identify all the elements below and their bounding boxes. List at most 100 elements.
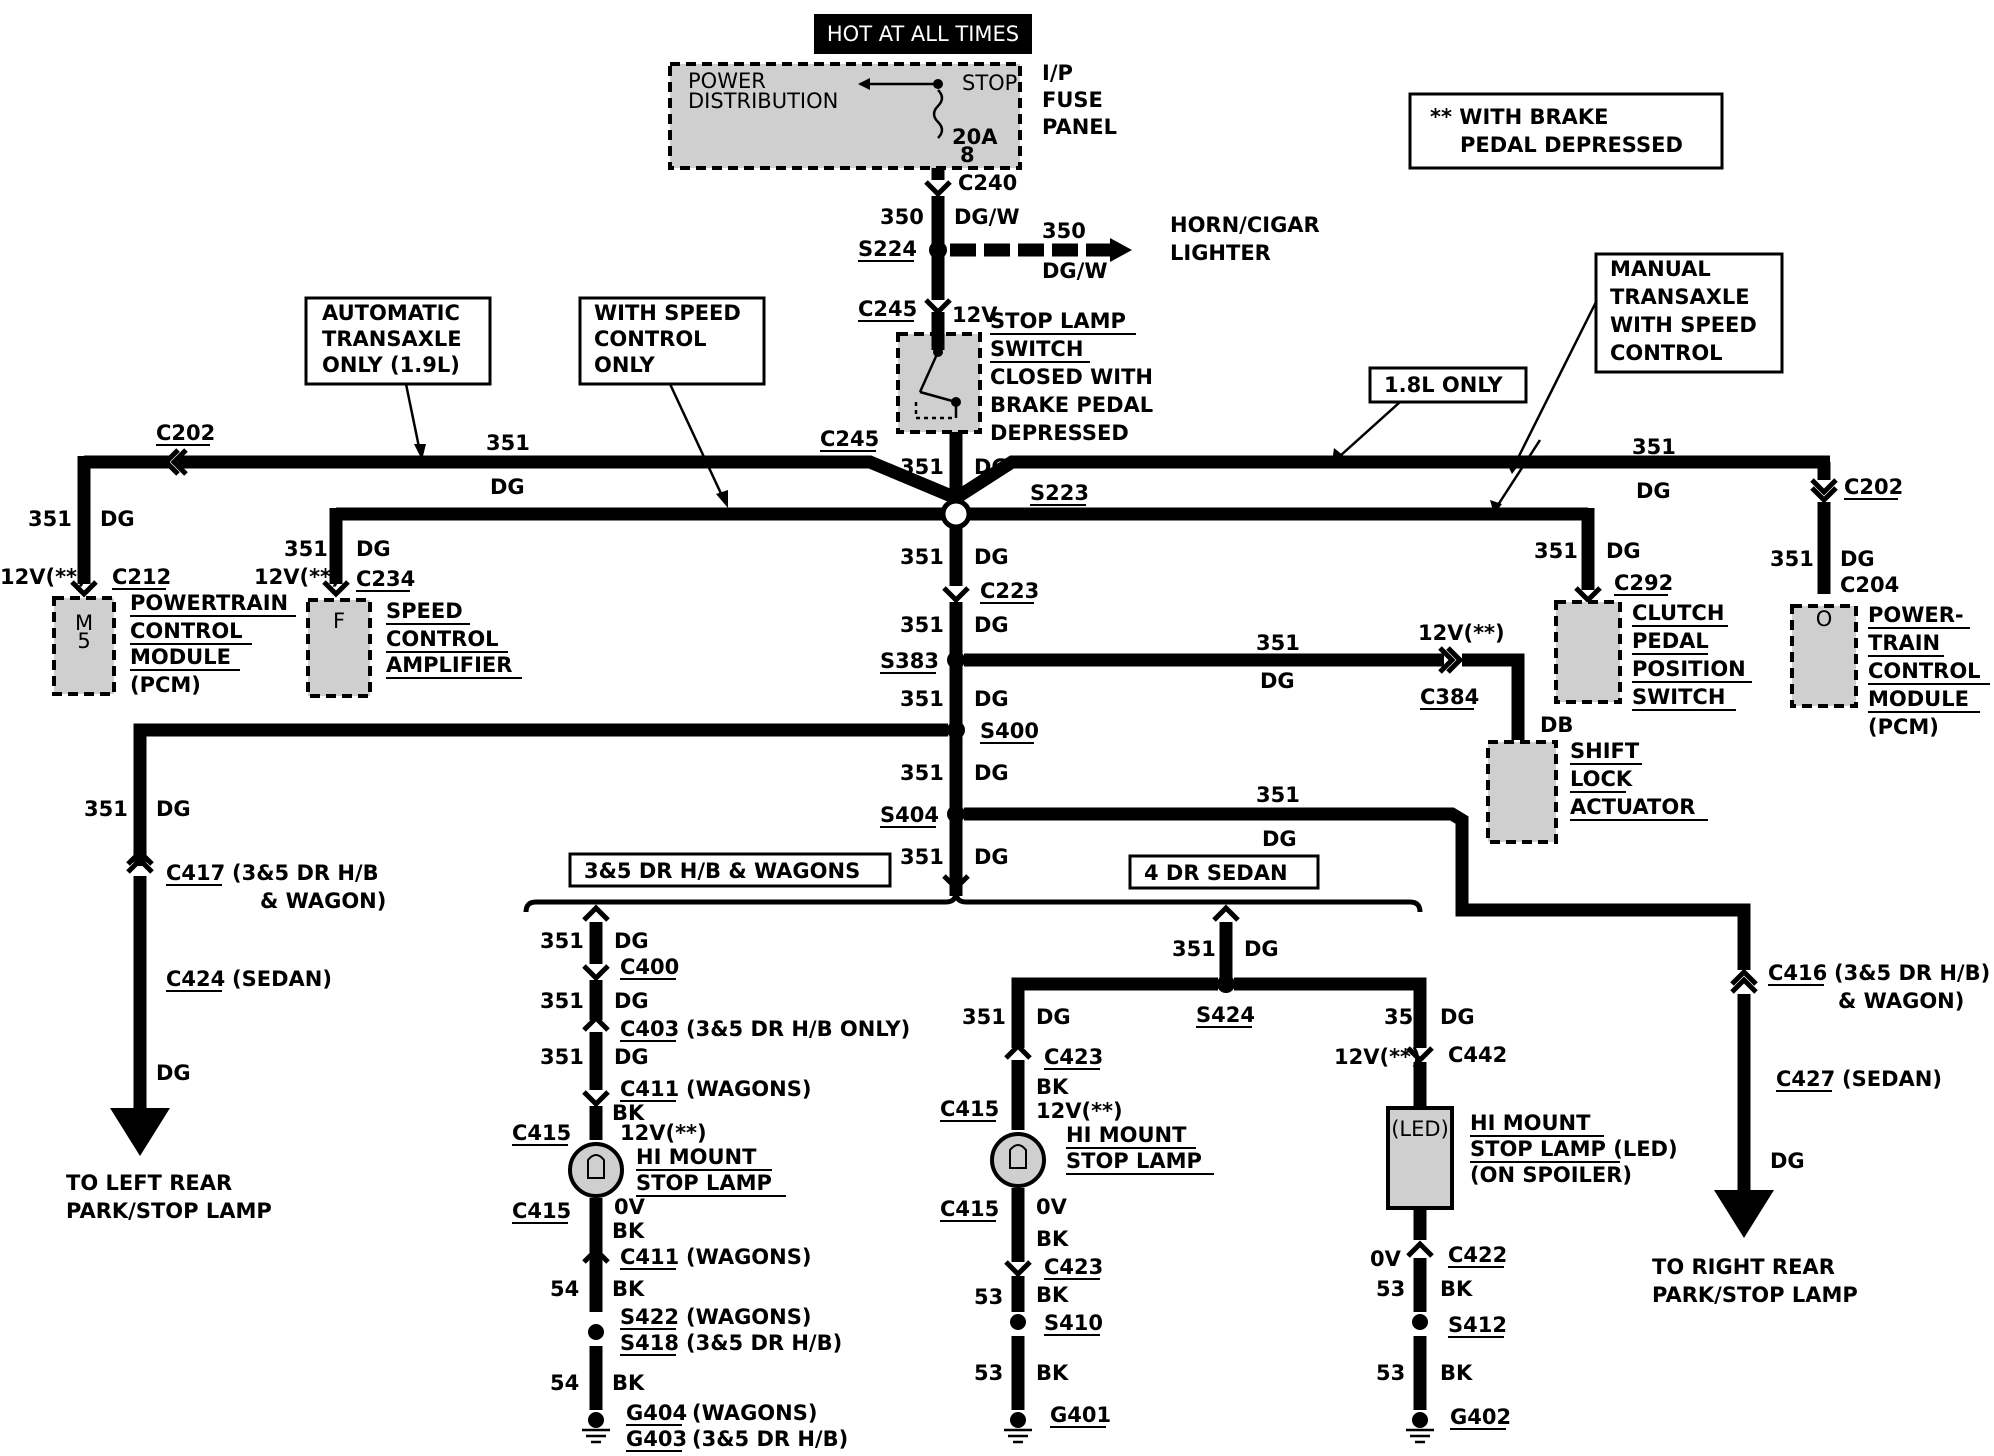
c212-label: C212 (112, 565, 171, 589)
g403-label: G403 (626, 1427, 687, 1451)
horn-arrowhead (1110, 238, 1132, 262)
hb-wire-dg-2: DG (614, 989, 649, 1013)
shift-label-3: ACTUATOR (1570, 795, 1695, 819)
switch-12v: 12V (952, 303, 998, 327)
wire-dg-left-arrow: DG (156, 1061, 191, 1085)
c417-note-2: & WAGON) (260, 889, 386, 913)
c416-connector-icon (1730, 968, 1758, 994)
led-lamp-label-3: (ON SPOILER) (1470, 1163, 1632, 1187)
callout-manual-4: CONTROL (1610, 341, 1723, 365)
right-rear-wire-351 (964, 807, 1751, 970)
wire-351-center2: 351 (900, 545, 944, 569)
sedan-wire-351-1: 351 (1172, 937, 1216, 961)
wire-350-a: 350 (880, 205, 924, 229)
s404-label: S404 (880, 803, 939, 827)
c240-label: C240 (958, 171, 1017, 195)
note-box-line2: PEDAL DEPRESSED (1460, 133, 1683, 157)
center-splice-ring (940, 498, 972, 530)
fuse-panel-name-line1: I/P (1042, 61, 1073, 85)
right-rear-arrowhead (1714, 1190, 1774, 1238)
wire-dg-center3: DG (974, 613, 1009, 637)
hb-wire-bk-3: BK (612, 1277, 645, 1301)
callout-18l: 1.8L ONLY (1384, 373, 1503, 397)
callout-speed-1: WITH SPEED (594, 301, 741, 325)
c411a-label: C411 (620, 1077, 679, 1101)
wire-351-right-run: 351 (1256, 783, 1300, 807)
wire-350-b: 350 (1042, 219, 1086, 243)
sedan-wire-dg-2: DG (1036, 1005, 1071, 1029)
s422-splice-dot (588, 1324, 604, 1340)
hot-at-all-times-banner (814, 14, 1032, 54)
wire-dgw-a: DG/W (954, 205, 1020, 229)
pcm-right-label-4: MODULE (1868, 687, 1969, 711)
pcm-left-box (52, 596, 116, 696)
s418-label: S418 (620, 1331, 679, 1355)
s412-splice-dot (1412, 1314, 1428, 1330)
sca-inner: F (333, 609, 345, 633)
sedan-0v: 0V (1036, 1195, 1068, 1219)
wire-351-sca: 351 (284, 537, 328, 561)
sedan-wire-53-a: 53 (974, 1285, 1003, 1309)
sedan-wire-bk-1: BK (1036, 1075, 1069, 1099)
top-right-wire-351 (952, 455, 1830, 504)
c403-connector-icon (582, 1014, 610, 1032)
hb-ground-point (588, 1412, 604, 1428)
callout-speed-pointer (668, 383, 726, 501)
sca-label-3: AMPLIFIER (386, 653, 512, 677)
fuse-id: 8 (960, 143, 975, 167)
c416-label: C416 (1768, 961, 1827, 985)
to-left-rear-2: PARK/STOP LAMP (66, 1199, 272, 1223)
hb-lamp-label-2: STOP LAMP (636, 1171, 772, 1195)
c417-label: C417 (166, 861, 225, 885)
pcm-left-inner-2: 5 (77, 629, 90, 653)
hb-wire-dg-3: DG (614, 1045, 649, 1069)
sedan-right-wire (1234, 977, 1427, 1048)
trunk-end-connector-icon (942, 874, 970, 892)
wire-dg-top-left: DG (490, 475, 525, 499)
c417-connector-icon (126, 848, 154, 874)
wire-dg-center5: DG (974, 761, 1009, 785)
callout-manual-pointer-b (1494, 439, 1542, 509)
g401-label: G401 (1050, 1403, 1111, 1427)
to-right-rear-2: PARK/STOP LAMP (1652, 1283, 1858, 1307)
s410-splice-dot (1010, 1314, 1026, 1330)
callout-automatic-1: AUTOMATIC (322, 301, 460, 325)
fuse-element-icon (932, 89, 944, 139)
s383-splice-dot (947, 651, 965, 669)
c427-label: C427 (1776, 1067, 1835, 1091)
wire-dg-right-run: DG (1262, 827, 1297, 851)
pcm-right-label-5: (PCM) (1868, 715, 1939, 739)
hb-ground-icon (582, 1428, 610, 1444)
fuse-stop-label: STOP (962, 71, 1017, 95)
s412-label: S412 (1448, 1313, 1507, 1337)
g401-ground-icon (1004, 1428, 1032, 1444)
clutch-label-3: POSITION (1632, 657, 1746, 681)
callout-sedan: 4 DR SEDAN (1144, 861, 1288, 885)
callout-automatic-pointer (404, 383, 422, 453)
wire-dg-center2: DG (974, 545, 1009, 569)
power-distribution-line1: POWER (688, 69, 766, 93)
c234-label: C234 (356, 567, 415, 591)
wire-dg-top-right: DG (1636, 479, 1671, 503)
callout-automatic-3: ONLY (1.9L) (322, 353, 460, 377)
wire-351-left-rear: 351 (84, 797, 128, 821)
c240-connector-icon (924, 180, 952, 198)
hb-lamp-label-1: HI MOUNT (636, 1145, 757, 1169)
sedan-wire-bk-3: BK (1036, 1283, 1069, 1307)
wire-351-center6: 351 (900, 845, 944, 869)
s400-splice-dot (947, 721, 965, 739)
c292-label: C292 (1614, 571, 1673, 595)
c400-label: C400 (620, 955, 679, 979)
sca-box (306, 598, 372, 698)
wire-dg-left-rear: DG (156, 797, 191, 821)
clutch-switch-box (1554, 600, 1622, 704)
spoiler-wire-53-b: 53 (1376, 1361, 1405, 1385)
callout-automatic-box (304, 296, 492, 386)
s422-label: S422 (620, 1305, 679, 1329)
note-box-line1: ** WITH BRAKE (1430, 105, 1609, 129)
c234-connector-icon (322, 580, 350, 598)
c423a-connector-icon (1004, 1042, 1032, 1060)
c411b-label: C411 (620, 1245, 679, 1269)
sedan-12v: 12V(**) (1036, 1099, 1123, 1123)
callout-sedan-box (1128, 854, 1320, 890)
